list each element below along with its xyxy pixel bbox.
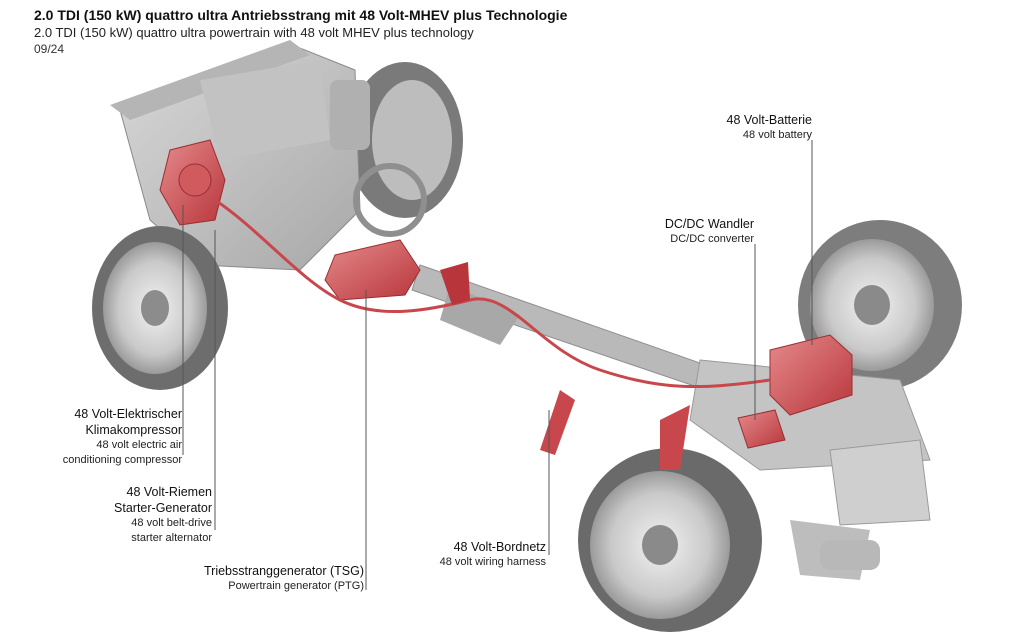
label-dcdc-en: DC/DC converter <box>670 233 754 245</box>
label-compressor-en-1: 48 volt electric air <box>96 439 182 451</box>
wheel-front-left <box>92 226 228 390</box>
label-dcdc-converter: DC/DC Wandler DC/DC converter <box>630 216 754 247</box>
title-english: 2.0 TDI (150 kW) quattro ultra powertrai… <box>34 25 474 40</box>
label-starter-de-2: Starter-Generator <box>114 501 212 515</box>
label-dcdc-de: DC/DC Wandler <box>664 217 754 231</box>
label-compressor-en-2: conditioning compressor <box>62 454 182 466</box>
label-electric-ac-compressor: 48 Volt-Elektrischer Klimakompressor 48 … <box>20 406 182 468</box>
label-compressor-de-1: 48 Volt-Elektrischer <box>74 407 182 421</box>
label-tsg-en: Powertrain generator (PTG) <box>228 580 364 592</box>
title-german: 2.0 TDI (150 kW) quattro ultra Antriebss… <box>34 7 568 23</box>
label-starter-en-1: 48 volt belt-drive <box>131 517 212 529</box>
label-battery-en: 48 volt battery <box>742 129 812 141</box>
rear-subframe <box>689 359 931 580</box>
label-battery-de: 48 Volt-Batterie <box>726 113 812 127</box>
label-powertrain-generator: Triebsstranggenerator (TSG) Powertrain g… <box>170 563 364 594</box>
label-tsg-de: Triebsstranggenerator (TSG) <box>203 564 364 578</box>
label-wiring-en: 48 volt wiring harness <box>439 556 546 568</box>
wheel-rear-left <box>578 448 762 632</box>
label-belt-starter-generator: 48 Volt-Riemen Starter-Generator 48 volt… <box>50 484 212 546</box>
label-starter-de-1: 48 Volt-Riemen <box>126 485 212 499</box>
label-compressor-de-2: Klimakompressor <box>85 423 182 437</box>
wheel-front-right <box>347 62 463 218</box>
header: 2.0 TDI (150 kW) quattro ultra Antriebss… <box>34 6 567 57</box>
highlighted-48v-components <box>159 139 853 470</box>
label-wiring-de: 48 Volt-Bordnetz <box>453 540 546 554</box>
label-starter-en-2: starter alternator <box>131 532 212 544</box>
label-48v-wiring-harness: 48 Volt-Bordnetz 48 volt wiring harness <box>400 539 546 570</box>
leader-lines <box>182 140 813 590</box>
date-label: 09/24 <box>34 42 65 56</box>
label-48v-battery: 48 Volt-Batterie 48 volt battery <box>690 112 812 143</box>
